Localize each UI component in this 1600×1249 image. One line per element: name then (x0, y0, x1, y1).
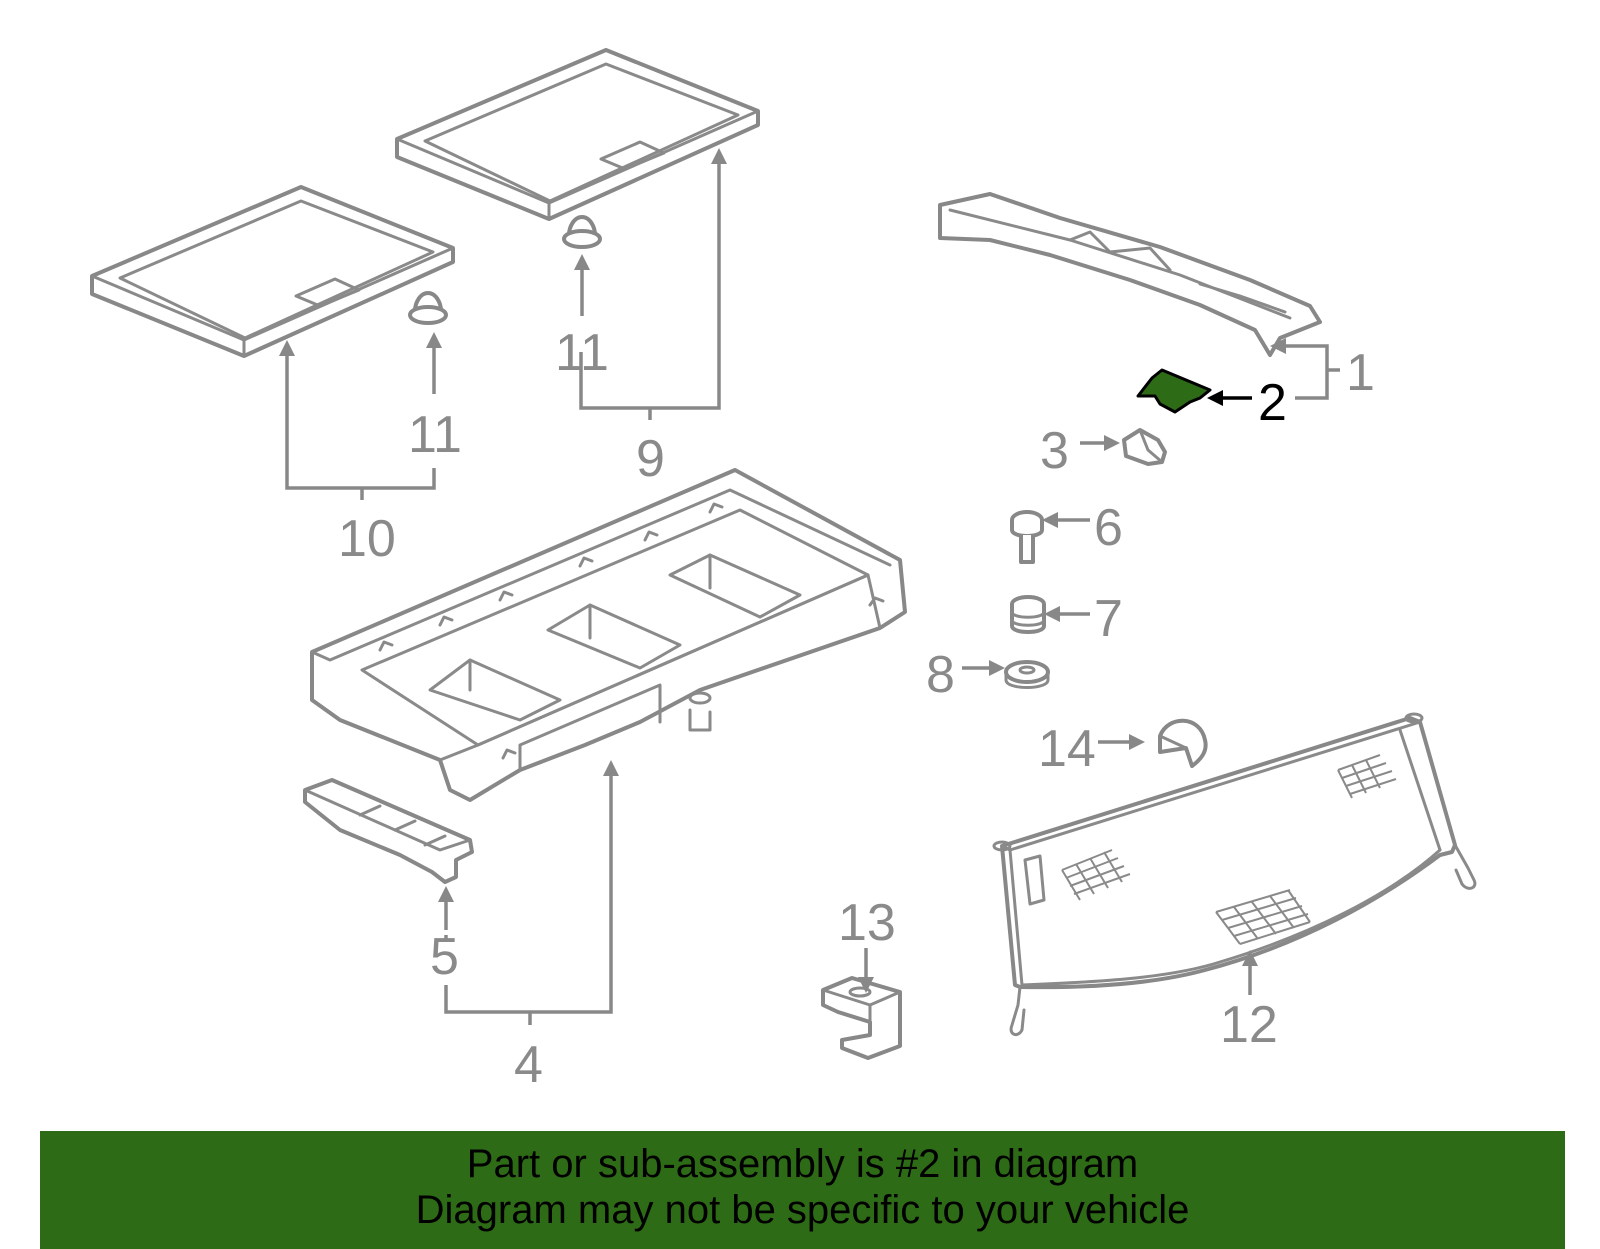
part-11-clip-left[interactable] (408, 291, 448, 325)
part-1-trim-panel[interactable] (938, 192, 1322, 357)
label-part-6: 6 (1094, 499, 1123, 557)
part-10-cover-panel[interactable] (90, 185, 455, 358)
label-part-11-left: 11 (408, 406, 462, 464)
label-part-7: 7 (1094, 590, 1123, 648)
info-banner: Part or sub-assembly is #2 in diagram Di… (40, 1131, 1565, 1249)
part-13-bracket[interactable] (821, 976, 902, 1060)
part-14-hook[interactable] (1158, 718, 1208, 768)
label-part-12: 12 (1220, 996, 1278, 1054)
part-2-bracket-highlighted[interactable] (1136, 368, 1212, 414)
label-part-11-right: 11 (555, 324, 609, 382)
part-9-cover-panel[interactable] (395, 48, 760, 221)
part-12-cargo-net[interactable] (992, 712, 1477, 1037)
label-part-2: 2 (1258, 374, 1287, 432)
label-part-3: 3 (1040, 422, 1069, 480)
part-3-clip[interactable] (1122, 428, 1167, 466)
label-part-9: 9 (636, 430, 665, 488)
part-8-washer[interactable] (1004, 660, 1050, 689)
part-5-bracket[interactable] (303, 778, 474, 884)
label-part-1: 1 (1346, 344, 1375, 402)
callout-lines (279, 148, 1340, 1025)
label-part-4: 4 (514, 1036, 543, 1094)
banner-line-disclaimer: Diagram may not be specific to your vehi… (415, 1188, 1190, 1232)
banner-line-part-number: Part or sub-assembly is #2 in diagram (466, 1142, 1139, 1186)
label-part-8: 8 (926, 646, 955, 704)
part-7-nut[interactable] (1010, 595, 1046, 634)
part-6-bolt[interactable] (1010, 510, 1044, 564)
part-4-storage-tray[interactable] (310, 468, 907, 802)
label-part-10: 10 (338, 510, 396, 568)
label-part-5: 5 (430, 928, 459, 986)
part-11-clip-right[interactable] (562, 215, 602, 249)
label-part-13: 13 (838, 894, 896, 952)
label-part-14: 14 (1038, 720, 1096, 778)
